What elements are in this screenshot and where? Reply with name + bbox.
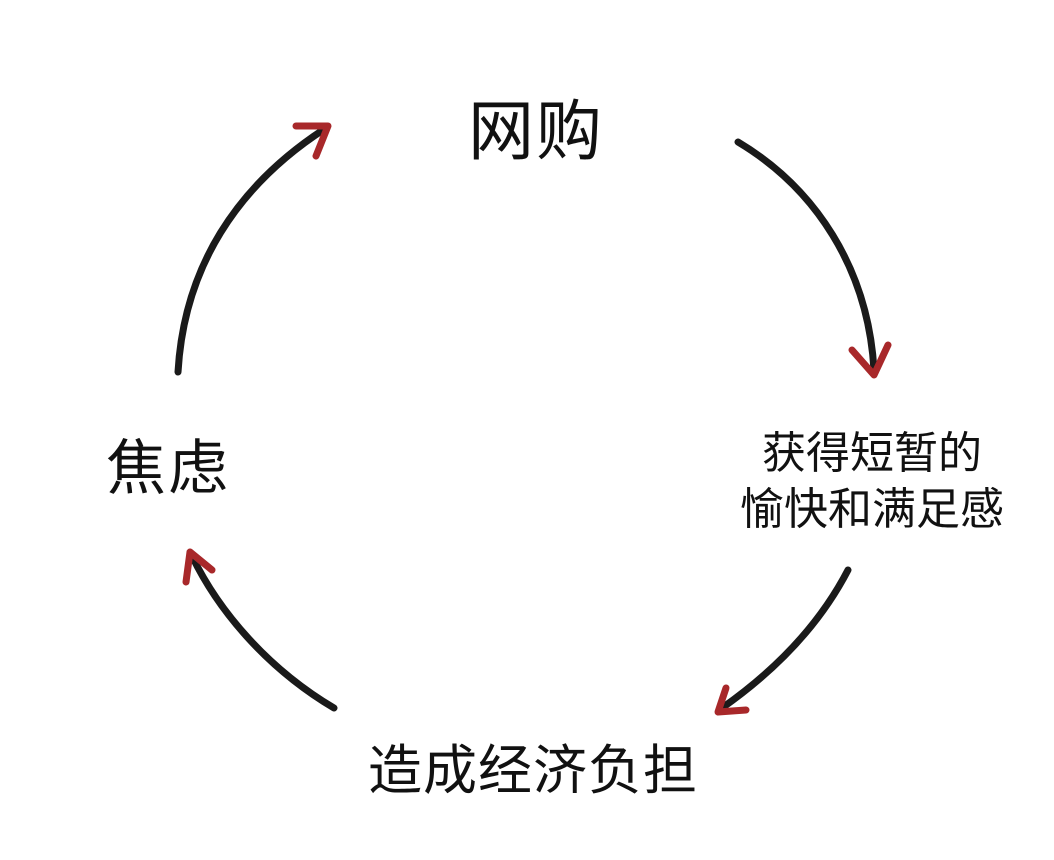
arrow-shaft — [734, 138, 878, 374]
arrow-head — [292, 122, 332, 160]
node-short-satisfaction-line2: 愉快和满足感 — [740, 484, 1004, 535]
arrow-top-to-right — [734, 138, 892, 379]
node-short-satisfaction: 获得短暂的 愉快和满足感 — [740, 426, 1004, 538]
node-short-satisfaction-line1: 获得短暂的 — [762, 428, 982, 479]
arrow-shaft — [174, 124, 330, 376]
node-online-shopping: 网购 — [468, 93, 604, 170]
arrow-shaft — [718, 566, 852, 712]
arrow-left-to-top — [174, 122, 332, 376]
arrow-head — [848, 341, 892, 379]
arrow-head — [714, 684, 750, 716]
arrow-shaft — [188, 552, 338, 712]
arrow-head — [182, 548, 216, 586]
node-anxiety: 焦虑 — [106, 434, 230, 504]
node-financial-burden: 造成经济负担 — [368, 739, 698, 802]
arrow-bottom-to-left — [182, 548, 338, 712]
arrow-right-to-bottom — [714, 566, 852, 716]
